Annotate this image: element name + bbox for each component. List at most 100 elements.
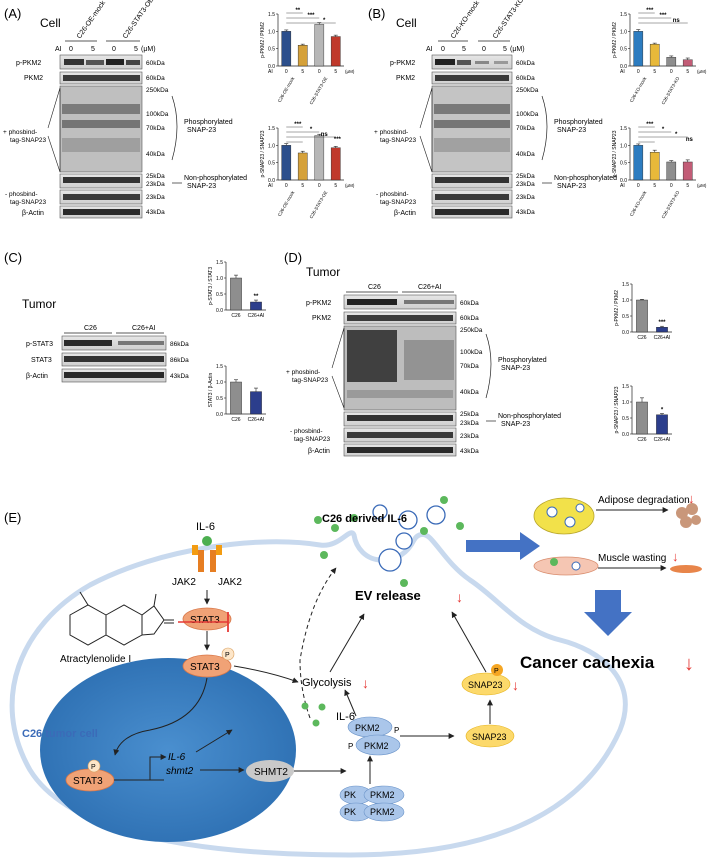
- panel-a: (A) Cell C26-OE-mock C26-STAT3-OE AI 0 5…: [3, 0, 247, 219]
- bar: [666, 161, 677, 181]
- bar: [250, 301, 262, 311]
- kda-marker: 23kDa: [146, 181, 165, 188]
- bracket-label: Non-phosphorylated: [184, 175, 247, 182]
- bar: [656, 327, 668, 333]
- y-tick-label: 0.0: [622, 432, 629, 438]
- kda-marker: 86kDa: [170, 341, 189, 348]
- significance-label: **: [295, 8, 300, 14]
- row-label: p-STAT3: [26, 341, 53, 348]
- significance-label: *: [310, 127, 313, 133]
- lane-label: C26: [84, 325, 97, 332]
- y-tick-label: 1.5: [216, 260, 223, 266]
- row-label: β-Actin: [308, 448, 330, 455]
- row-label: β-Actin: [26, 373, 48, 380]
- y-tick-label: 0.0: [620, 178, 627, 184]
- x-tick-label: AI: [268, 183, 273, 189]
- lane-label: C26+AI: [418, 284, 442, 291]
- bar: [230, 381, 242, 415]
- snap23-label: SNAP23: [468, 680, 503, 690]
- bar: [682, 161, 693, 181]
- pkm2-label: PKM2: [355, 723, 380, 733]
- significance-label: ***: [294, 122, 302, 128]
- pkm2-label: PK: [344, 790, 356, 800]
- down-arrow-icon: ↓: [456, 589, 463, 605]
- pkm2-label: PKM2: [370, 807, 395, 817]
- x-tick-label: 0: [285, 183, 288, 189]
- dose: 5: [462, 46, 466, 53]
- y-tick-label: 1.0: [268, 29, 275, 35]
- stat3-label: STAT3: [190, 662, 220, 673]
- y-tick-label: 0.5: [216, 292, 223, 298]
- kda-marker: 250kDa: [516, 87, 539, 94]
- phospho-label: P: [394, 726, 399, 735]
- blot-plus-phosbind: [59, 85, 143, 173]
- nucleus: [40, 658, 296, 842]
- pkm2-label: PKM2: [364, 741, 389, 751]
- significance-label: ns: [686, 137, 694, 143]
- bar: [330, 36, 341, 67]
- bar: [314, 135, 325, 181]
- pkm2-tetramer: PK PKM2 PK PKM2: [339, 785, 405, 822]
- lane-label: C26-OE-mock: [76, 0, 107, 40]
- x-tick-label: C26: [637, 437, 646, 443]
- panel-e-letter: (E): [4, 510, 21, 525]
- lane-label: C26-KO-mock: [450, 0, 481, 40]
- bracket-label: SNAP-23: [501, 421, 530, 428]
- x-tick-label: (μM): [345, 183, 355, 188]
- kda-marker: 70kDa: [146, 125, 165, 132]
- x-tick-label: 0: [285, 69, 288, 75]
- x-tick-label: 0: [670, 69, 673, 75]
- panel-a-context: Cell: [40, 16, 61, 30]
- x-tick-label: 5: [686, 183, 689, 189]
- significance-label: ns: [673, 18, 681, 24]
- x-tick-label: 5: [653, 183, 656, 189]
- bar: [633, 145, 644, 181]
- lane-label: C26-STAT3-KO: [492, 0, 526, 40]
- x-group-label: C26-STAT3-KO: [660, 76, 680, 106]
- bar: [633, 31, 644, 67]
- bracket-label: SNAP-23: [557, 183, 586, 190]
- down-arrow-icon: ↓: [688, 491, 695, 506]
- dose: 5: [134, 46, 138, 53]
- significance-label: ***: [658, 320, 666, 326]
- bar: [281, 145, 292, 181]
- row-label: + phosbind-: [3, 129, 37, 136]
- pkm2-label: PKM2: [370, 790, 395, 800]
- bracket-label: SNAP-23: [187, 183, 216, 190]
- kda-marker: 250kDa: [460, 327, 483, 334]
- row-label: tag-SNAP23: [380, 199, 417, 206]
- phospho-snap23-node: [461, 672, 511, 696]
- x-tick-label: (μM): [345, 69, 355, 74]
- y-tick-label: 0.0: [216, 308, 223, 314]
- significance-label: **: [254, 294, 259, 300]
- x-tick-label: 0: [670, 183, 673, 189]
- y-tick-label: 0.5: [620, 161, 627, 167]
- y-tick-label: 1.5: [622, 282, 629, 288]
- il6-receptor-icon: [192, 536, 222, 572]
- x-tick-label: 5: [301, 183, 304, 189]
- row-label: tag-SNAP23: [10, 137, 47, 144]
- y-tick-label: 0.5: [620, 47, 627, 53]
- y-axis-label: p-PKM2 / PKM2: [614, 290, 620, 326]
- row-label: PKM2: [396, 75, 415, 82]
- bar: [636, 299, 648, 333]
- bar: [314, 24, 325, 67]
- y-tick-label: 1.5: [268, 126, 275, 132]
- kda-marker: 23kDa: [516, 194, 535, 201]
- x-tick-label: 5: [653, 69, 656, 75]
- bar: [649, 43, 660, 67]
- stat3-label: STAT3: [190, 615, 220, 626]
- lane-label: C26+AI: [132, 325, 156, 332]
- bar: [250, 391, 262, 415]
- shmt2-label: SHMT2: [254, 767, 288, 778]
- x-group-label: C26-STAT3-OE: [308, 76, 328, 105]
- x-tick-label: 5: [301, 69, 304, 75]
- y-tick-label: 0.0: [268, 64, 275, 70]
- row-label: PKM2: [312, 315, 331, 322]
- gene-label: IL-6: [168, 752, 186, 763]
- bar: [281, 31, 292, 67]
- x-tick-label: C26+AI: [248, 417, 265, 423]
